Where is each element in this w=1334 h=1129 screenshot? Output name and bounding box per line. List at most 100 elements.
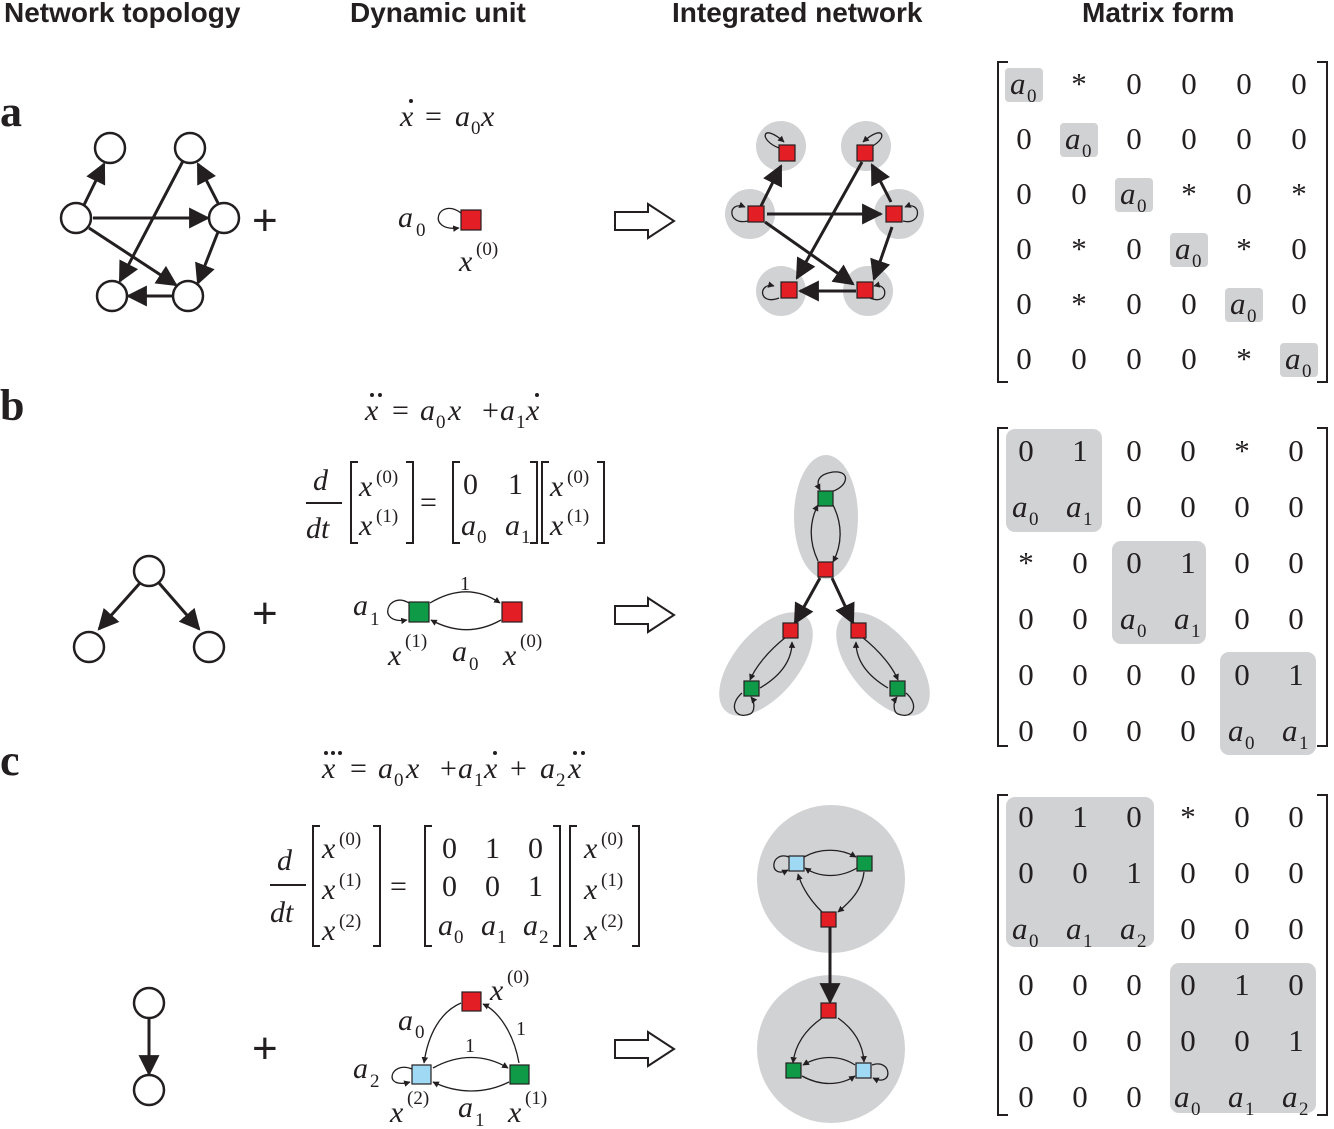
topology-node xyxy=(72,630,106,664)
svg-text:0: 0 xyxy=(436,412,446,433)
state-x1-node xyxy=(509,1064,530,1085)
svg-text:x: x xyxy=(489,974,504,1007)
panel-label-c: c xyxy=(0,736,20,785)
svg-text:*: * xyxy=(1018,545,1034,580)
svg-text:0: 0 xyxy=(1291,286,1307,321)
panel-a-equation: x = a 0 x xyxy=(399,99,495,139)
svg-text:0: 0 xyxy=(1288,433,1304,468)
svg-text:x: x xyxy=(458,245,473,278)
svg-text:a: a xyxy=(1174,601,1190,636)
panel-b-integrated-network xyxy=(719,455,930,716)
svg-text:0: 0 xyxy=(1072,657,1088,692)
matrix-cell: 0 xyxy=(1126,121,1142,156)
svg-text:=: = xyxy=(350,752,367,785)
matrix-cell: * xyxy=(1071,66,1087,101)
svg-text:a: a xyxy=(1230,286,1246,321)
topology-node xyxy=(132,986,166,1020)
svg-text:x: x xyxy=(321,752,336,785)
matrix-cell: * xyxy=(1181,176,1197,211)
svg-text:0: 0 xyxy=(1302,361,1312,382)
matrix-cell: 0 xyxy=(1234,1023,1250,1058)
svg-text:a: a xyxy=(378,752,393,785)
matrix-cell: 0 xyxy=(1234,911,1250,946)
svg-text:0: 0 xyxy=(1180,911,1196,946)
svg-text:0: 0 xyxy=(1236,66,1252,101)
svg-text:2: 2 xyxy=(539,927,549,948)
svg-text:0: 0 xyxy=(1234,657,1250,692)
matrix-cell: 0 xyxy=(1234,601,1250,636)
svg-text:0: 0 xyxy=(1126,433,1142,468)
panel-c-topology xyxy=(132,986,166,1107)
matrix-cell: 0 xyxy=(1288,911,1304,946)
svg-text:a: a xyxy=(461,509,476,542)
svg-text:a: a xyxy=(1120,911,1136,946)
matrix-cell: 0 xyxy=(1181,286,1197,321)
svg-text:=: = xyxy=(425,100,442,133)
matrix-cell: 0 xyxy=(1288,433,1304,468)
svg-text:0: 0 xyxy=(1126,713,1142,748)
svg-text:0: 0 xyxy=(1288,967,1304,1002)
state-x1-node xyxy=(408,601,430,623)
matrix-cell: * xyxy=(1236,231,1252,266)
topology-node xyxy=(95,279,129,313)
matrix-cell: 0 xyxy=(1071,176,1087,211)
panel-a-integrated-network xyxy=(725,121,924,316)
svg-text:2: 2 xyxy=(1299,1099,1309,1120)
svg-text:*: * xyxy=(1291,176,1307,211)
svg-text:1: 1 xyxy=(1245,1099,1255,1120)
svg-text:0: 0 xyxy=(1180,967,1196,1002)
svg-text:1: 1 xyxy=(1191,621,1201,642)
svg-text:a: a xyxy=(1120,601,1136,636)
matrix-cell: 0 xyxy=(1126,66,1142,101)
svg-text:a: a xyxy=(505,509,520,542)
svg-text:x: x xyxy=(321,914,336,947)
svg-text:a: a xyxy=(458,1091,473,1124)
svg-text:x: x xyxy=(399,100,414,133)
svg-text:x: x xyxy=(321,832,336,865)
state-x2-node xyxy=(411,1064,432,1085)
matrix-cell: 0 xyxy=(1181,121,1197,156)
svg-text:x: x xyxy=(583,873,598,906)
matrix-cell: 1 xyxy=(1072,799,1088,834)
svg-text:0: 0 xyxy=(1018,1079,1034,1114)
svg-text:1: 1 xyxy=(1083,931,1093,952)
svg-text:(0): (0) xyxy=(601,829,623,850)
svg-text:0: 0 xyxy=(1126,1023,1142,1058)
svg-text:0: 0 xyxy=(1126,121,1142,156)
matrix-cell: 0 xyxy=(1234,489,1250,524)
svg-text:1: 1 xyxy=(1072,799,1088,834)
svg-text:0: 0 xyxy=(1137,621,1147,642)
svg-text:0: 0 xyxy=(1018,601,1034,636)
matrix-cell: 1 xyxy=(1126,855,1142,890)
topology-node xyxy=(192,630,226,664)
svg-text:0: 0 xyxy=(1027,86,1037,107)
svg-text:0: 0 xyxy=(1016,231,1032,266)
matrix-cell: 0 xyxy=(1236,66,1252,101)
svg-text:(2): (2) xyxy=(339,911,361,932)
svg-text:x: x xyxy=(549,470,564,503)
svg-text:0: 0 xyxy=(477,527,487,548)
svg-text:0: 0 xyxy=(454,927,464,948)
svg-text:0: 0 xyxy=(1018,855,1034,890)
svg-text:*: * xyxy=(1071,286,1087,321)
header-matrix-form: Matrix form xyxy=(1082,0,1234,28)
svg-text:0: 0 xyxy=(1180,855,1196,890)
svg-text:0: 0 xyxy=(1071,341,1087,376)
svg-text:0: 0 xyxy=(1072,713,1088,748)
svg-text:0: 0 xyxy=(1288,601,1304,636)
svg-text:a: a xyxy=(455,100,470,133)
matrix-cell: 1 xyxy=(1288,1023,1304,1058)
header-dynamic-unit: Dynamic unit xyxy=(350,0,526,28)
svg-text:a: a xyxy=(481,909,496,942)
svg-text:0: 0 xyxy=(1126,799,1142,834)
matrix-cell: 0 xyxy=(1291,121,1307,156)
matrix-cell: 0 xyxy=(1016,176,1032,211)
matrix-cell: 0 xyxy=(1288,855,1304,890)
svg-text:a: a xyxy=(1285,341,1301,376)
